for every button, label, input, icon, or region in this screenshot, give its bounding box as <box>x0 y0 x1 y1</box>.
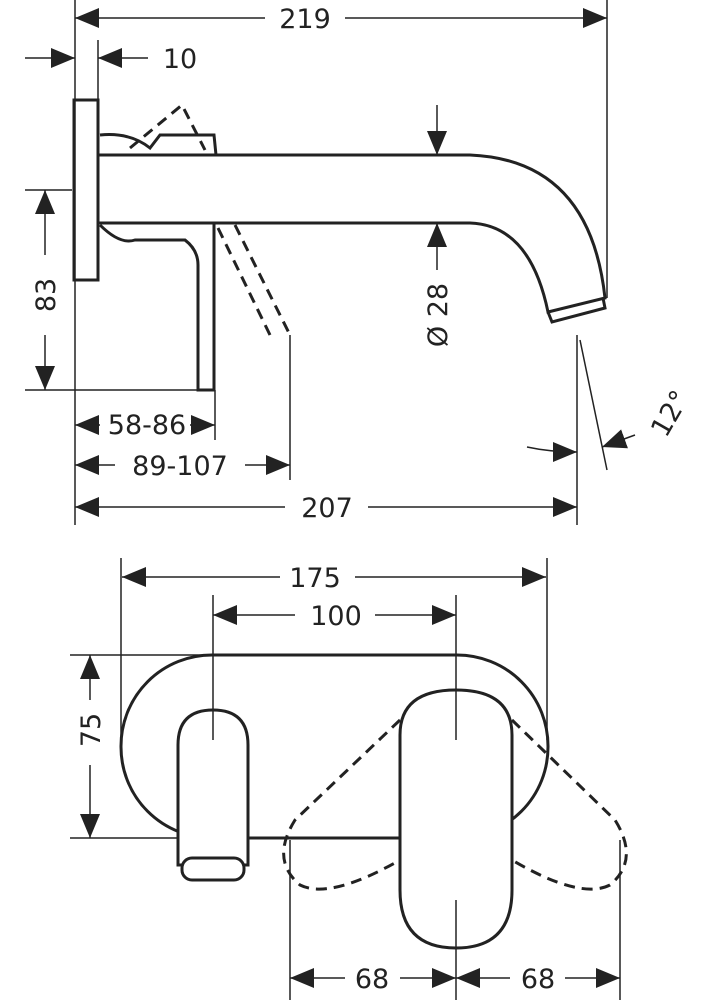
dim-axis-distance: 100 <box>310 601 362 632</box>
dim-swing-right: 68 <box>521 964 555 995</box>
front-view: 175 100 75 68 68 <box>70 558 628 1000</box>
dim-swing-left: 68 <box>355 964 389 995</box>
lever-swing-left <box>282 718 402 891</box>
dim-plate-height: 75 <box>76 713 107 747</box>
side-view: 219 10 83 Ø 28 58-86 89-107 207 12° <box>25 0 696 525</box>
dim-overall-depth: 219 <box>279 4 331 35</box>
aerator-front <box>180 856 246 882</box>
dim-lever-open-range: 89-107 <box>132 451 228 482</box>
dim-plate-width: 175 <box>289 563 341 594</box>
dim-spout-angle: 12° <box>645 385 696 442</box>
cover-plate <box>119 653 550 840</box>
lever-body <box>98 223 216 392</box>
dim-lever-range: 58-86 <box>108 410 186 441</box>
dim-plate-thickness: 10 <box>163 44 197 75</box>
lever-front <box>398 688 514 950</box>
dim-spout-projection: 207 <box>301 493 353 524</box>
dim-height: 83 <box>31 278 62 312</box>
spout-pipe <box>98 153 607 314</box>
wall-plate <box>72 98 100 282</box>
lever-swing-right <box>510 718 628 891</box>
lever-top <box>99 133 218 156</box>
dim-pipe-diameter: Ø 28 <box>423 283 454 347</box>
lever-open-top <box>129 102 207 151</box>
spout-aerator <box>546 297 607 324</box>
lever-open-bottom <box>216 224 292 336</box>
